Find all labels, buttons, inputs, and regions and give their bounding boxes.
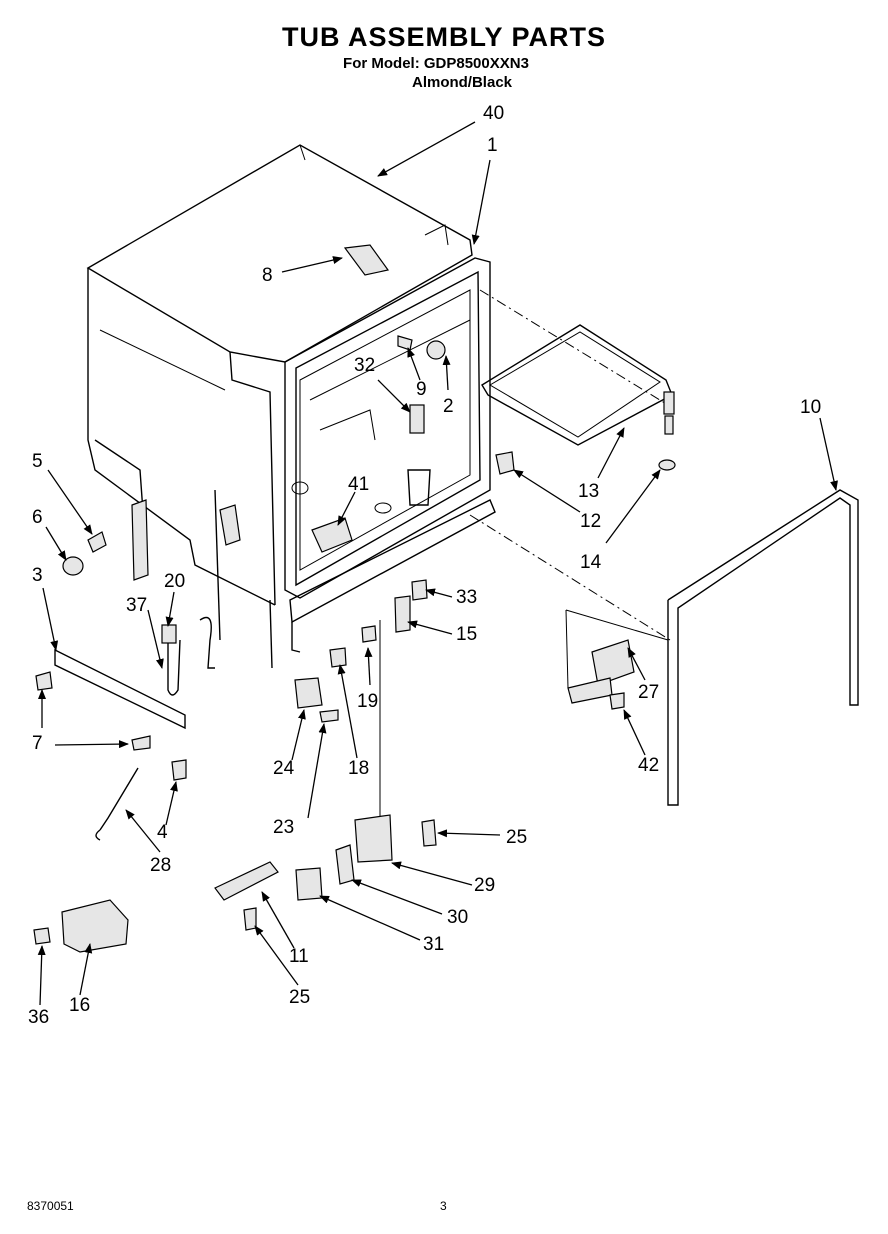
callout-label: 19: [357, 691, 379, 712]
bracket-11: [214, 861, 279, 901]
door-seal-10: [667, 489, 859, 806]
callout-label: 9: [416, 379, 427, 400]
page-number: 3: [440, 1199, 447, 1213]
callout-label: 12: [580, 511, 602, 532]
callout-label: 11: [289, 946, 309, 967]
callout-label: 41: [348, 474, 370, 495]
callout-label: 23: [273, 817, 295, 838]
page-title: TUB ASSEMBLY PARTS: [281, 22, 607, 52]
callout-label: 31: [423, 934, 445, 955]
callout-label: 4: [157, 822, 168, 843]
callout-label: 40: [483, 103, 505, 124]
doc-number: 8370051: [27, 1199, 74, 1213]
callout-label: 13: [578, 481, 600, 502]
model-line: For Model: GDP8500XXN3: [343, 55, 529, 72]
callout-label: 20: [164, 571, 186, 592]
callout-label: 15: [456, 624, 478, 645]
tub-front-frame: [284, 257, 491, 599]
callout-label: 30: [447, 907, 469, 928]
callout-label: 3: [32, 565, 43, 586]
gasket-13: [481, 324, 673, 446]
callout-label: 10: [800, 397, 822, 418]
callout-label: 29: [474, 875, 496, 896]
bracket-8: [343, 244, 390, 276]
callout-label: 16: [69, 995, 91, 1016]
callout-label: 14: [580, 552, 602, 573]
callout-label: 6: [32, 507, 43, 528]
callout-label: 5: [32, 451, 43, 472]
callout-label: 32: [354, 355, 376, 376]
spring-28: [99, 767, 139, 831]
washer-14: [658, 459, 676, 471]
callout-label: 1: [487, 135, 498, 156]
valve-24: [294, 677, 323, 709]
callout-label: 25: [506, 827, 528, 848]
callout-label: 33: [456, 587, 478, 608]
callout-label: 36: [28, 1007, 50, 1028]
color-line: Almond/Black: [411, 74, 513, 91]
callout-label: 18: [348, 758, 370, 779]
tub-base-rail: [269, 499, 496, 669]
callout-label: 24: [273, 758, 295, 779]
callout-label: 42: [638, 755, 660, 776]
callout-leaders: [37, 121, 838, 1006]
callout-label: 8: [262, 265, 273, 286]
callout-label: 7: [32, 733, 43, 754]
callout-label: 25: [289, 987, 311, 1008]
callout-label: 37: [126, 595, 148, 616]
valve-16: [61, 899, 129, 953]
callout-label: 27: [638, 682, 660, 703]
callout-label: 2: [443, 396, 454, 417]
callout-label: 28: [150, 855, 172, 876]
front-rail-3: [54, 648, 186, 730]
